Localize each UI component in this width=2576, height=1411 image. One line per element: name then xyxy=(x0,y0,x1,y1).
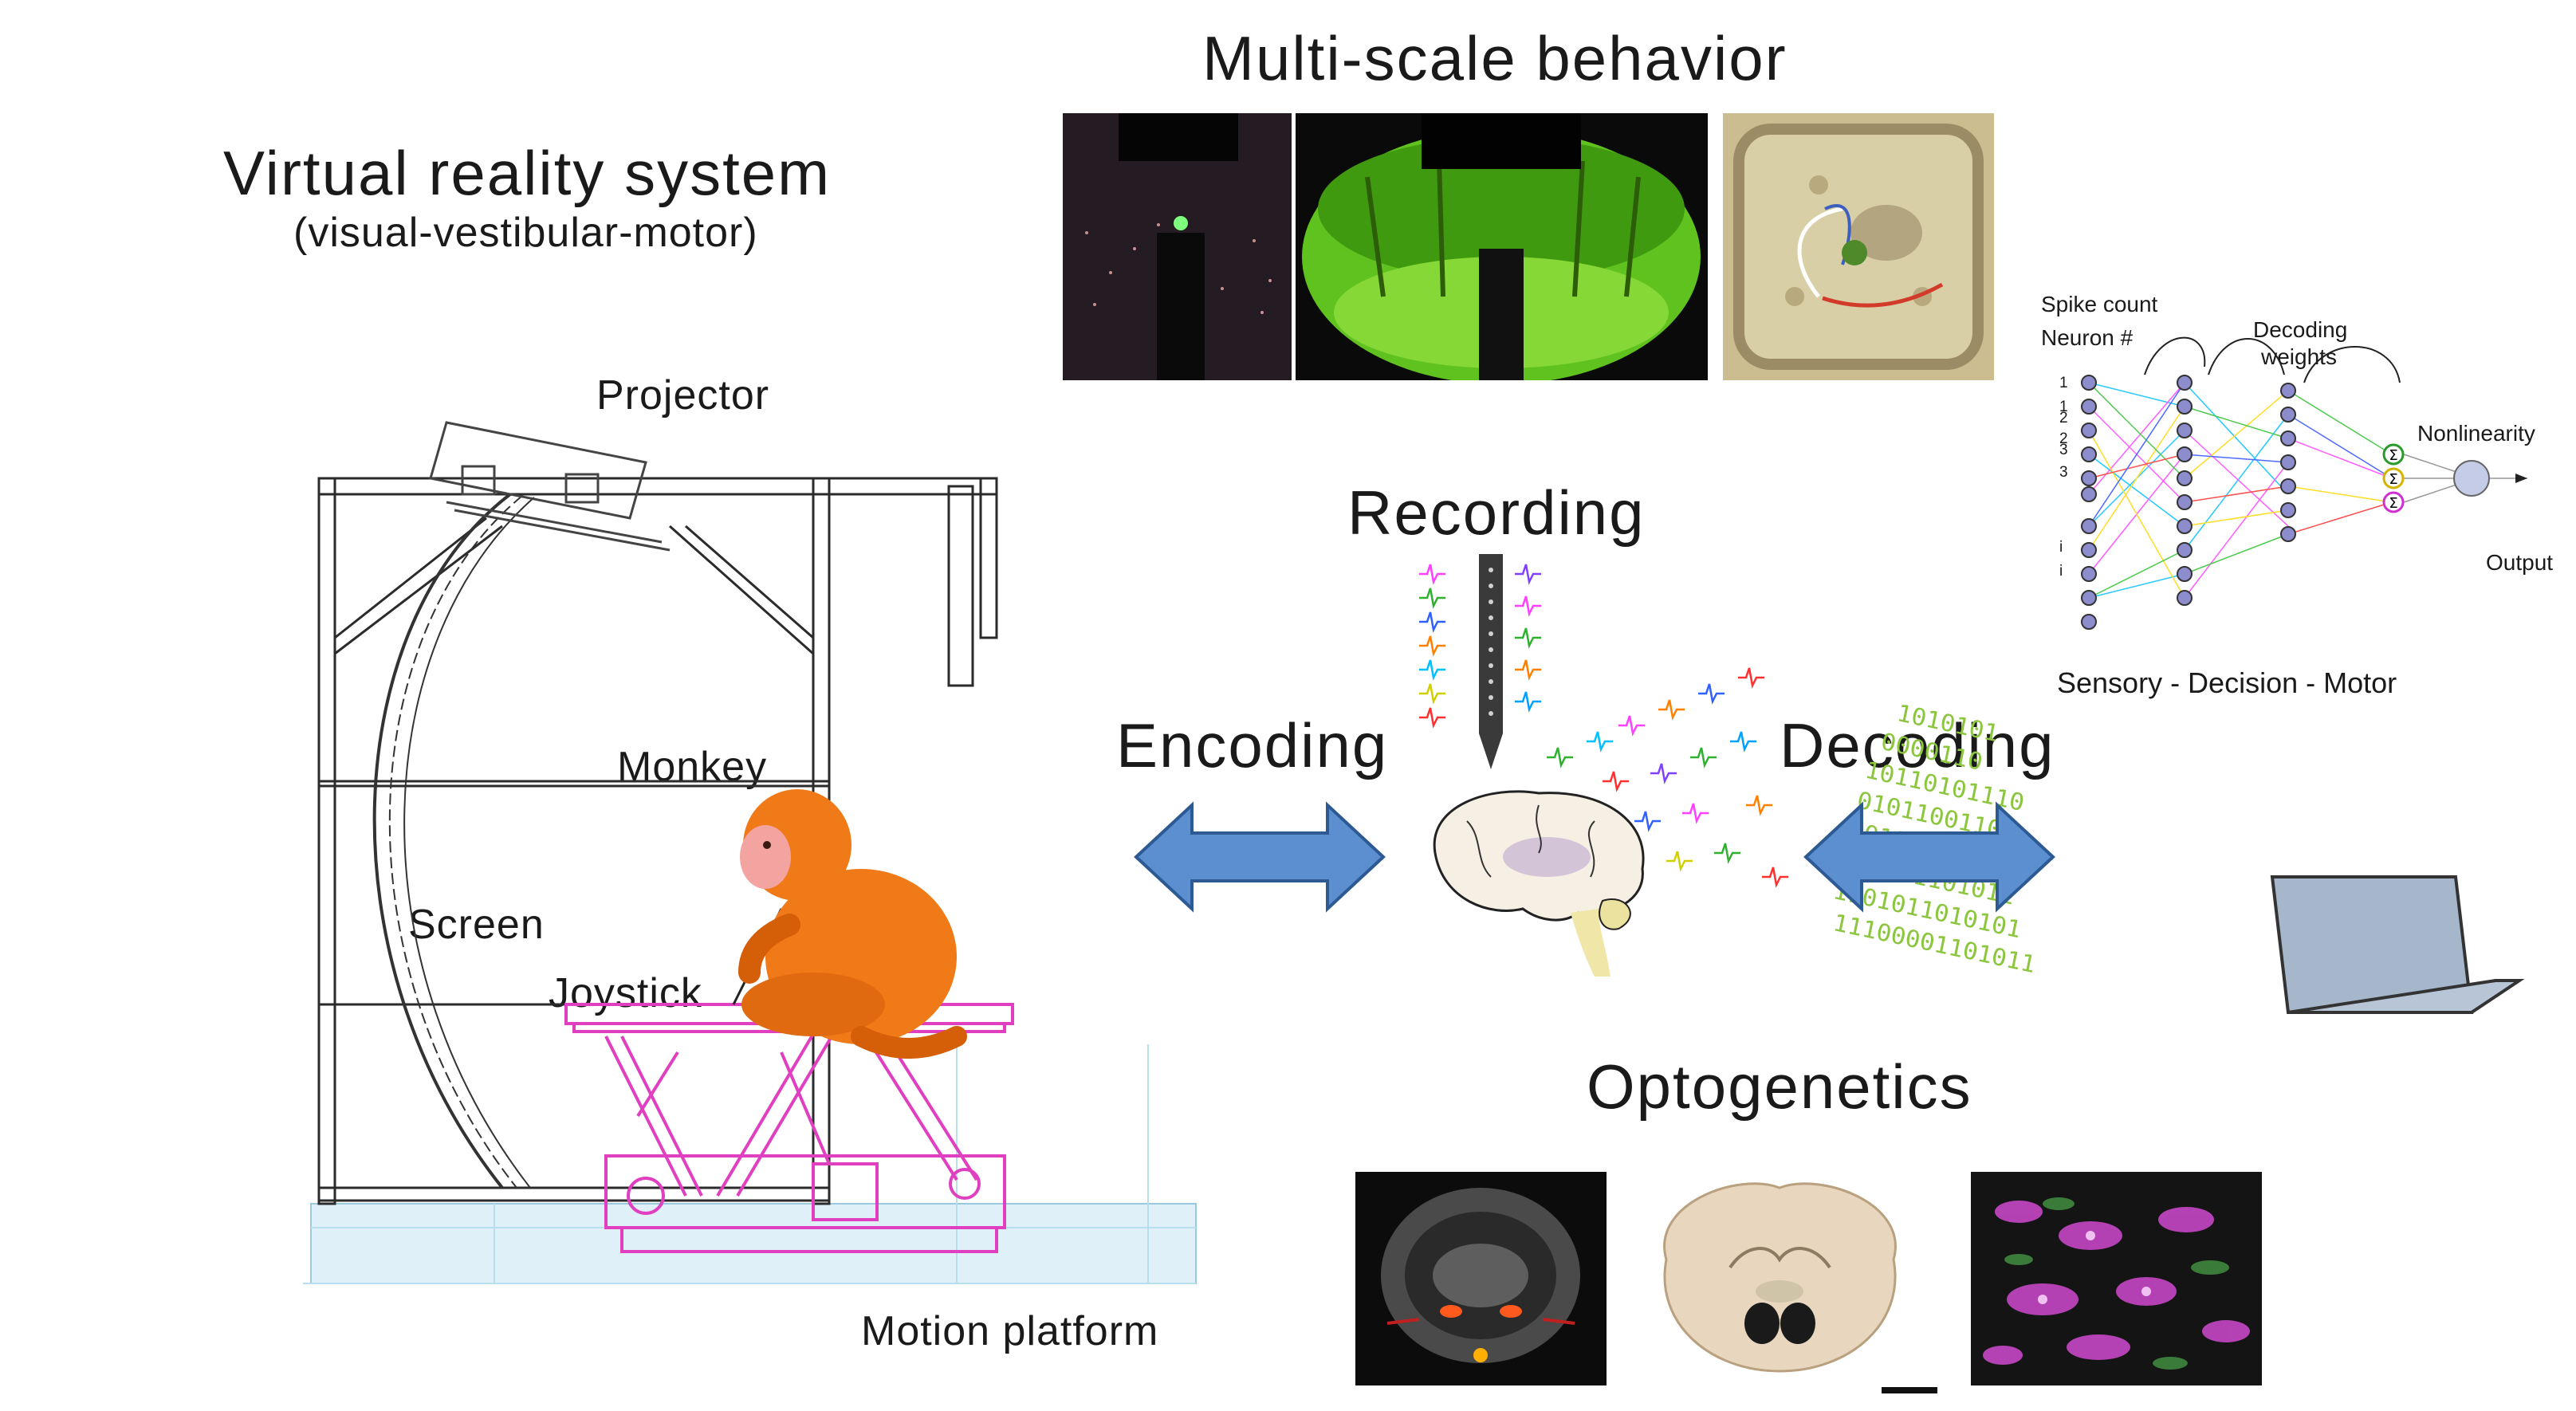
neuron-index: 2 xyxy=(2059,410,2068,426)
behavior-panel-arena xyxy=(1723,113,1994,380)
brain-stem xyxy=(1571,909,1610,977)
nonlinearity-node xyxy=(2453,460,2490,497)
laptop-icon xyxy=(2270,875,2525,1014)
network-connections xyxy=(2088,382,2527,599)
decoding-weights-label-line1: Decoding xyxy=(2253,317,2348,342)
behavior-panel-arena-graphic xyxy=(1723,113,1994,380)
output-label: Output xyxy=(2486,550,2554,575)
monkey-illustration xyxy=(738,789,967,1059)
optogenetics-title: Optogenetics xyxy=(1587,1051,1972,1122)
encoding-title: Encoding xyxy=(1116,710,1389,780)
optogenetics-slice-panel xyxy=(1642,1172,1917,1385)
probe-contacts xyxy=(1489,568,1493,716)
neuron-index: i xyxy=(2059,563,2063,580)
behavior-panel-stars xyxy=(1063,113,1292,380)
brain-illustration xyxy=(1433,790,1645,977)
neuron-index: 1 xyxy=(2059,399,2068,415)
encoding-arrow xyxy=(1134,801,1386,913)
nonlinearity-label: Nonlinearity xyxy=(2417,421,2535,446)
projector-unit xyxy=(429,421,671,552)
sum-symbol: Σ xyxy=(2389,495,2397,512)
motion-platform-label: Motion platform xyxy=(861,1308,1159,1354)
screen-label: Screen xyxy=(408,902,545,948)
projector-label: Projector xyxy=(596,372,770,419)
spike-count-label: Spike count xyxy=(2041,292,2158,316)
laptop-base xyxy=(2287,979,2525,1014)
optogenetics-mri-panel xyxy=(1355,1172,1607,1385)
neuron-number-label: Neuron # xyxy=(2041,325,2134,350)
brain-sulci xyxy=(1466,804,1595,878)
neuron-index: 3 xyxy=(2059,464,2068,481)
spike-stream xyxy=(1547,667,1788,888)
joystick-label: Joystick xyxy=(549,970,702,1016)
stream-spikes xyxy=(1547,667,1788,888)
multiscale-title: Multi-scale behavior xyxy=(1202,23,1787,93)
vr-system-subtitle: (visual-vestibular-motor) xyxy=(293,210,758,256)
neuron-index: 1 xyxy=(2059,375,2068,391)
curved-screen xyxy=(372,493,535,1189)
double-arrow-shape xyxy=(1803,801,2055,913)
sum-symbol: Σ xyxy=(2389,471,2397,488)
output-arrowhead xyxy=(2515,474,2527,483)
optogenetics-slice-graphic xyxy=(1663,1182,1897,1373)
rig-frame xyxy=(317,477,998,1205)
scale-bar xyxy=(1882,1387,1937,1393)
behavior-panel-forest-graphic xyxy=(1296,113,1708,380)
double-arrow-shape xyxy=(1134,801,1386,913)
sum-nodes: Σ Σ Σ xyxy=(2382,443,2405,513)
probe-shank xyxy=(1479,554,1503,769)
optogenetics-mri-graphic xyxy=(1355,1172,1607,1385)
optogenetics-fluorescence-graphic xyxy=(1971,1172,2262,1385)
recording-probe xyxy=(1419,554,1541,769)
neuron-index: 2 xyxy=(2059,430,2068,447)
vr-system-title: Virtual reality system xyxy=(223,138,832,208)
spike-waveforms-right xyxy=(1515,564,1541,713)
brain-ventricle xyxy=(1503,837,1591,877)
weight-curved-arrows xyxy=(2144,336,2401,383)
optogenetics-fluorescence-panel xyxy=(1971,1172,2262,1385)
floor-base xyxy=(310,1203,1197,1284)
neuron-index: i xyxy=(2059,539,2063,556)
network-caption: Sensory - Decision - Motor xyxy=(2057,666,2397,699)
vr-rig-drawing xyxy=(303,421,1197,1284)
brain-cerebellum xyxy=(1599,898,1631,930)
recording-title: Recording xyxy=(1347,478,1646,548)
behavior-panel-forest xyxy=(1296,113,1708,380)
decoding-network-diagram: Σ Σ Σ xyxy=(2081,336,2527,630)
decoding-title: Decoding xyxy=(1780,710,2055,780)
sum-symbol: Σ xyxy=(2389,447,2397,464)
decoding-arrow xyxy=(1803,801,2055,913)
neuron-index: 3 xyxy=(2059,442,2068,458)
network-nodes xyxy=(2081,375,2296,630)
spike-waveforms-left xyxy=(1419,564,1445,729)
behavior-panel-stars-graphic xyxy=(1063,113,1292,380)
